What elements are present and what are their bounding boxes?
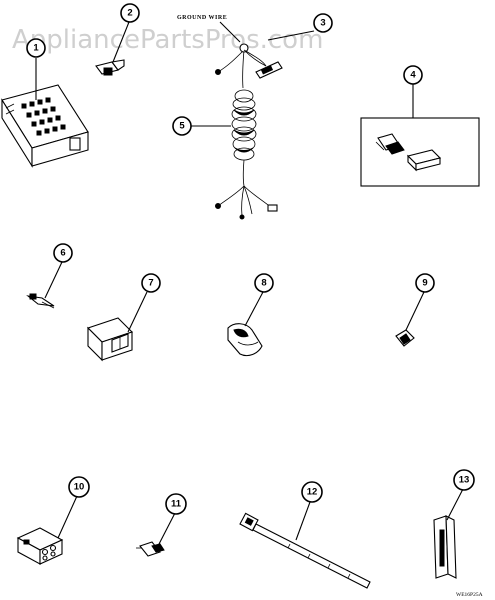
part-12-cable-tie: [239, 512, 371, 589]
callout-7: 7: [141, 273, 161, 293]
callout-4: 4: [403, 65, 423, 85]
svg-text:5: 5: [179, 121, 185, 132]
svg-text:13: 13: [459, 475, 470, 486]
callout-6: 6: [53, 243, 73, 263]
svg-text:12: 12: [307, 487, 318, 498]
part-9-clip: [395, 329, 415, 347]
part-1-terminal-block: [1, 84, 89, 168]
part-10-connector-plug: [16, 527, 64, 565]
svg-text:6: 6: [60, 248, 65, 259]
part-6-pin-terminal: [26, 293, 55, 309]
callout-11: 11: [165, 493, 187, 515]
svg-text:1: 1: [33, 43, 39, 54]
part-4-terminal-kit: [360, 117, 480, 187]
part-2-terminal: [95, 59, 125, 76]
svg-text:2: 2: [127, 8, 132, 19]
diagram-code: WE16P25A: [456, 592, 483, 598]
callout-1: 1: [26, 38, 46, 58]
callout-8-a: 8: [254, 273, 274, 293]
callout-9: 9: [415, 273, 435, 293]
part-8-wire-clip: [227, 323, 263, 357]
part-11-pin-connector: [136, 541, 165, 557]
ground-wire-label: GROUND WIRE: [177, 15, 227, 21]
svg-text:11: 11: [171, 499, 182, 510]
callout-12: 12: [301, 481, 323, 503]
watermark-text: AppliancePartsPros.com: [12, 25, 323, 55]
svg-text:3: 3: [320, 18, 325, 29]
callout-2: 2: [120, 3, 140, 23]
svg-text:8: 8: [261, 278, 266, 289]
part-7-connector-housing: [86, 317, 134, 362]
callout-13: 13: [453, 469, 475, 491]
svg-text:7: 7: [148, 278, 153, 289]
svg-text:9: 9: [422, 278, 427, 289]
callout-10: 10: [68, 476, 90, 498]
callout-5: 5: [172, 116, 192, 136]
part-5-wire-harness: [215, 43, 278, 220]
svg-text:10: 10: [74, 482, 85, 493]
part-13-mounting-strip: [433, 515, 457, 579]
svg-text:4: 4: [410, 70, 416, 81]
callout-3: 3: [313, 13, 333, 33]
part-3-ground-terminal: [243, 49, 283, 79]
